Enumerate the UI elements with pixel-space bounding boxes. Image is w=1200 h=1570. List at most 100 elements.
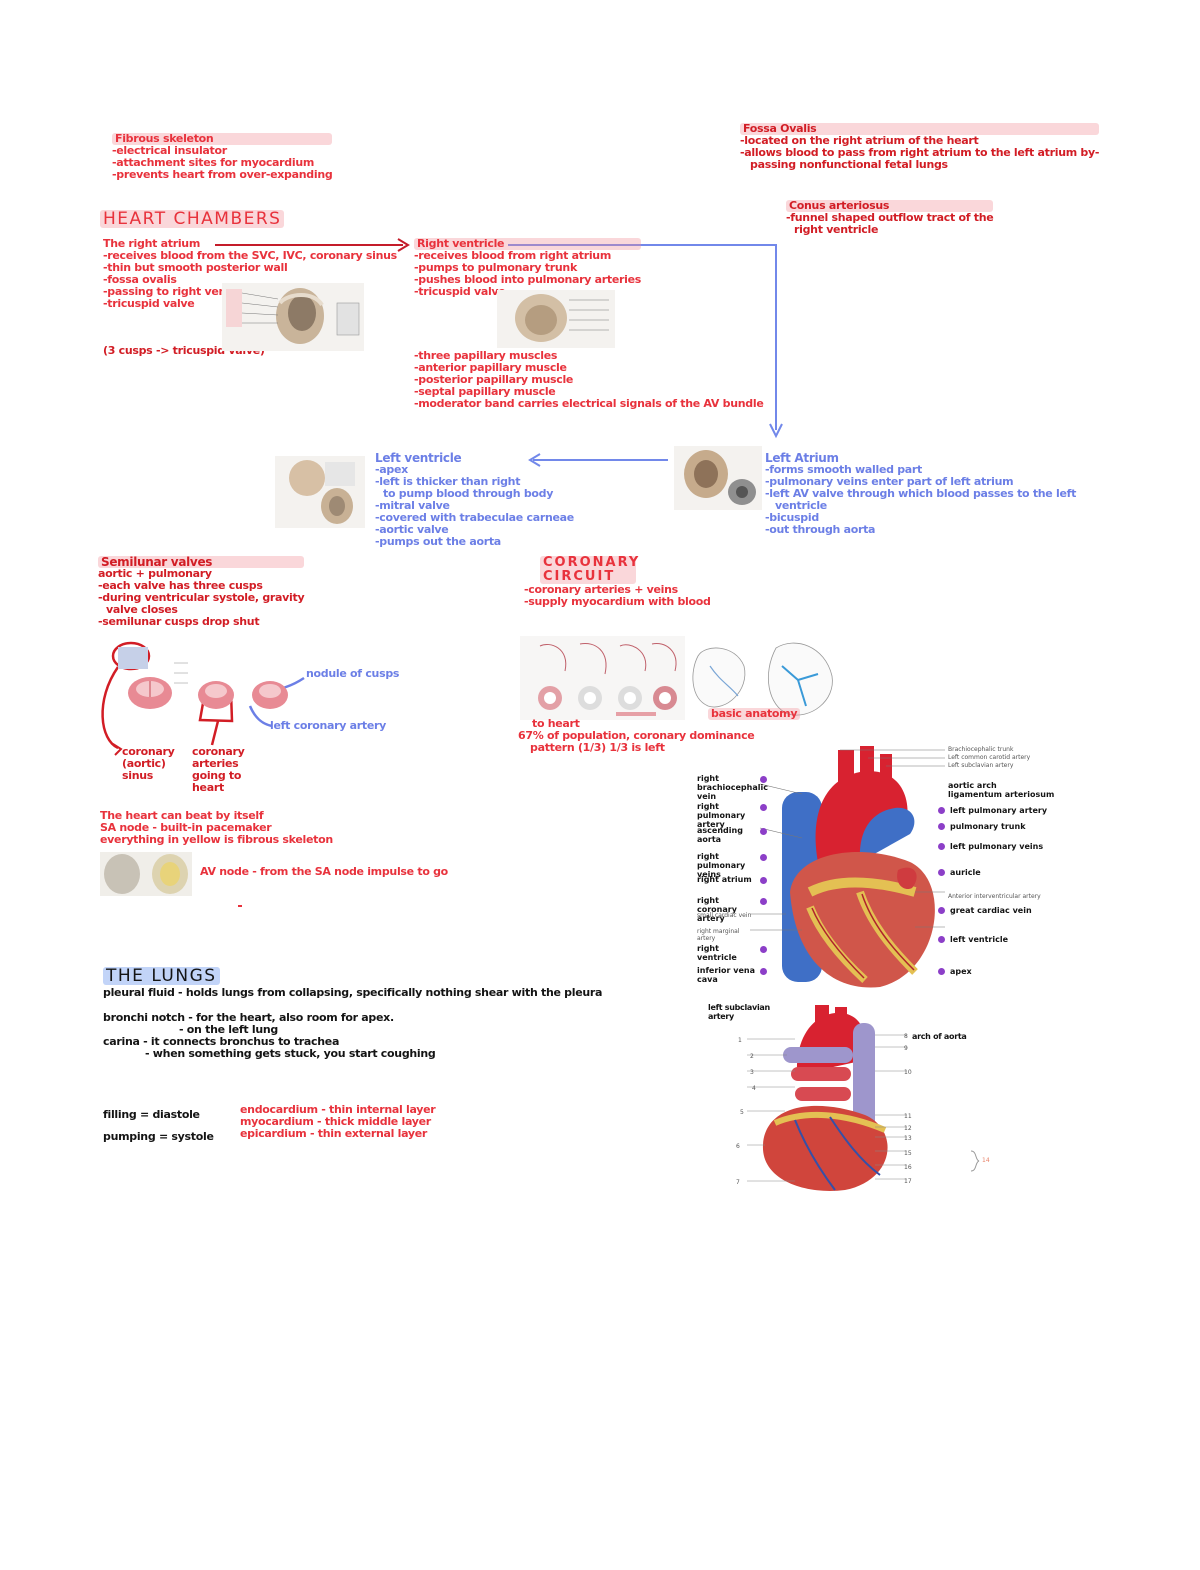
note-line: -electrical insulator — [112, 144, 227, 157]
posterior-number-label: 12 — [904, 1125, 912, 1132]
left-ventricle-image — [275, 456, 365, 528]
right-atrium-image — [222, 283, 364, 351]
anterior-left-label: right marginal artery — [697, 928, 740, 942]
anterior-left-label: inferior vena cava — [697, 966, 755, 984]
note-line: ventricle — [775, 499, 827, 512]
coronary-circuit-note: CORONARY CIRCUIT -coronary arteries + ve… — [524, 556, 711, 608]
arrow-right-ventricle-to-left-atrium — [508, 244, 777, 430]
note-line: SA node - built-in pacemaker — [100, 821, 272, 834]
note-line: -posterior papillary muscle — [414, 373, 574, 386]
anterior-right-label: Brachiocephalic trunk — [948, 746, 1014, 753]
note-line: bronchi notch - for the heart, also room… — [103, 1011, 394, 1024]
note-line: -bicuspid — [765, 511, 819, 524]
label-marker-dot — [938, 968, 945, 975]
semilunar-valve-diagram — [118, 647, 288, 709]
left-atrium-title: Left Atrium — [765, 451, 839, 465]
note-line: -semilunar cusps drop shut — [98, 615, 260, 628]
cardiac-cycle-note: filling = diastole pumping = systole — [103, 1104, 214, 1148]
lungs-heading: THE LUNGS — [103, 967, 220, 985]
note-line: pattern (1/3) 1/3 is left — [530, 741, 665, 754]
label-marker-dot — [938, 843, 945, 850]
anterior-left-label: right brachiocephalic vein — [697, 774, 768, 801]
note-line: The heart can beat by itself — [100, 809, 264, 822]
note-line: valve closes — [106, 603, 178, 616]
label-marker-dot — [760, 804, 767, 811]
right-atrium-title: The right atrium — [103, 237, 200, 250]
note-line: -located on the right atrium of the hear… — [740, 134, 979, 147]
note-line: -prevents heart from over-expanding — [112, 168, 333, 181]
anterior-left-label: ascending aorta — [697, 826, 743, 844]
label-marker-dot — [760, 898, 767, 905]
anterior-left-label: right coronary artery — [697, 896, 737, 923]
fossa-ovalis-note: Fossa Ovalis -located on the right atriu… — [740, 123, 1099, 171]
note-line: endocardium - thin internal layer — [240, 1103, 436, 1116]
anterior-left-label: right pulmonary artery — [697, 802, 746, 829]
anterior-right-label: Anterior interventricular artery — [948, 893, 1041, 900]
right-ventricle-image — [497, 290, 615, 348]
anterior-right-label: pulmonary trunk — [950, 822, 1026, 831]
anterior-right-label: great cardiac vein — [950, 906, 1032, 915]
label-marker-dot — [760, 828, 767, 835]
posterior-number-label: 11 — [904, 1113, 912, 1120]
anterior-right-label: left pulmonary artery — [950, 806, 1048, 815]
posterior-number-label: 7 — [736, 1179, 740, 1186]
anterior-right-label: left ventricle — [950, 935, 1009, 944]
coronary-arteries-label: coronary arteries going to heart — [192, 745, 245, 794]
anterior-left-label: small cardiac vein — [697, 912, 752, 919]
heart-posterior-illustration — [735, 1005, 920, 1195]
fossa-ovalis-title: Fossa Ovalis — [740, 123, 1100, 135]
posterior-number-label: 16 — [904, 1164, 912, 1171]
note-line: -supply myocardium with blood — [524, 595, 711, 608]
label-marker-dot — [760, 877, 767, 884]
note-line: -tricuspid valve — [414, 285, 506, 298]
note-line: - on the left lung — [179, 1023, 279, 1036]
fibrous-skeleton-title: Fibrous skeleton — [112, 133, 333, 145]
basic-anatomy-caption: basic anatomy — [708, 708, 801, 720]
left-atrium-note: Left Atrium -forms smooth walled part -p… — [765, 452, 1076, 536]
note-line: aortic + pulmonary — [98, 567, 212, 580]
left-ventricle-note: Left ventricle -apex -left is thicker th… — [375, 452, 574, 548]
lungs-notes: bronchi notch - for the heart, also room… — [103, 1012, 436, 1060]
posterior-number-label: 5 — [740, 1109, 744, 1116]
note-line: -mitral valve — [375, 499, 450, 512]
semilunar-valves-note: Semilunar valves aortic + pulmonary -eac… — [98, 556, 305, 628]
label-marker-dot — [938, 823, 945, 830]
anterior-left-label: right pulmonary veins — [697, 852, 746, 879]
note-line: -tricuspid valve — [103, 297, 195, 310]
note-line: -attachment sites for myocardium — [112, 156, 315, 169]
anterior-right-label: auricle — [950, 868, 981, 877]
note-line: everything in yellow is fibrous skeleton — [100, 833, 333, 846]
note-line: - when something gets stuck, you start c… — [145, 1047, 436, 1060]
fibrous-skeleton-image — [100, 852, 192, 896]
note-line: -funnel shaped outflow tract of the — [786, 211, 994, 224]
note-line: right ventricle — [794, 223, 879, 236]
nodule-annotation: nodule of cusps — [306, 667, 400, 680]
note-line: carina - it connects bronchus to trachea — [103, 1035, 340, 1048]
conus-arteriosus-title: Conus arteriosus — [786, 200, 994, 212]
note-line: -fossa ovalis — [103, 273, 177, 286]
fibrous-skeleton-note: Fibrous skeleton -electrical insulator -… — [112, 133, 333, 181]
note-line: -each valve has three cusps — [98, 579, 263, 592]
left-atrium-image — [674, 446, 762, 510]
note-line: -receives blood from right atrium — [414, 249, 611, 262]
coronary-circuit-diagram — [520, 636, 833, 720]
note-line: -pumps out the aorta — [375, 535, 501, 548]
anterior-right-label: left pulmonary veins — [950, 842, 1044, 851]
coronary-circuit-title: CORONARY CIRCUIT — [540, 556, 638, 584]
label-marker-dot — [938, 936, 945, 943]
posterior-number-label: 17 — [904, 1178, 912, 1185]
brace-number: 14 — [982, 1157, 990, 1164]
right-ventricle-sub-note: -three papillary muscles -anterior papil… — [414, 350, 764, 410]
note-line: epicardium - thin external layer — [240, 1127, 428, 1140]
note-line: to heart — [532, 717, 580, 730]
label-marker-dot — [760, 854, 767, 861]
note-line: to pump blood through body — [383, 487, 554, 500]
anterior-left-label: right ventricle — [697, 944, 737, 962]
note-line: -allows blood to pass from right atrium … — [740, 146, 1100, 159]
left-ventricle-title: Left ventricle — [375, 451, 462, 465]
note-line: -anterior papillary muscle — [414, 361, 567, 374]
posterior-number-label: 10 — [904, 1069, 912, 1076]
heart-conduction-note: The heart can beat by itself SA node - b… — [100, 810, 333, 846]
heart-anterior-illustration — [690, 742, 955, 992]
